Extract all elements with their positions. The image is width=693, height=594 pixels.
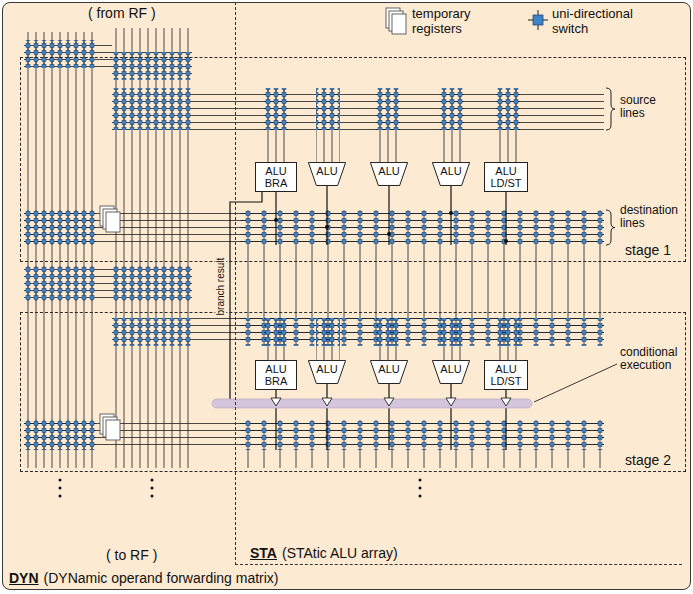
alu-box: ALU BRA	[255, 162, 297, 192]
callout-label: conditional execution	[620, 346, 684, 373]
caption-row: STA (STAtic ALU array)	[250, 545, 398, 561]
register-icon	[386, 8, 406, 34]
alu-label: ALU LD/ST	[486, 165, 526, 189]
stage-box: stage 2 ALU BRA ALU ALU ALU ALU LD/ST	[20, 312, 686, 472]
stage-label: stage 2	[625, 452, 671, 468]
alu-trapezoid: ALU	[308, 360, 346, 384]
alu-label: ALU	[316, 363, 337, 375]
alu-label: ALU LD/ST	[486, 363, 526, 387]
alu-label: ALU	[440, 363, 461, 375]
stage-label: stage 1	[625, 242, 671, 258]
legend-text: temporary registers	[412, 7, 502, 36]
bus-label: destination lines	[620, 204, 684, 231]
port-label: ( from RF )	[88, 6, 156, 22]
legend-text: uni-directional switch	[552, 7, 662, 36]
signal-label: branch result	[215, 256, 226, 318]
bus-label: source lines	[620, 94, 684, 121]
region-title: (DYNamic operand forwarding matrix)	[44, 570, 279, 586]
alu-label: ALU BRA	[257, 363, 295, 387]
alu-label: ALU	[440, 165, 461, 177]
stage-box: stage 1 ALU BRA ALU ALU ALU ALU LD/ST	[20, 57, 686, 262]
alu-label: ALU	[316, 165, 337, 177]
region-box: STA (STAtic ALU array)	[235, 2, 682, 565]
alu-label: ALU BRA	[257, 165, 295, 189]
caption-row: DYN (DYNamic operand forwarding matrix)	[9, 570, 279, 586]
alu-box: ALU BRA	[255, 360, 297, 390]
alu-trapezoid: ALU	[370, 360, 408, 384]
alu-trapezoid: ALU	[308, 162, 346, 186]
alu-trapezoid: ALU	[370, 162, 408, 186]
region-name: DYN	[9, 570, 39, 586]
alu-trapezoid: ALU	[432, 162, 470, 186]
alu-label: ALU	[378, 165, 399, 177]
switch-icon	[528, 10, 548, 30]
alu-trapezoid: ALU	[432, 360, 470, 384]
alu-label: ALU	[378, 363, 399, 375]
alu-box: ALU LD/ST	[484, 360, 528, 390]
port-label: ( to RF )	[106, 548, 157, 564]
alu-box: ALU LD/ST	[484, 162, 528, 192]
region-title: (STAtic ALU array)	[282, 545, 398, 561]
region-name: STA	[250, 545, 277, 561]
